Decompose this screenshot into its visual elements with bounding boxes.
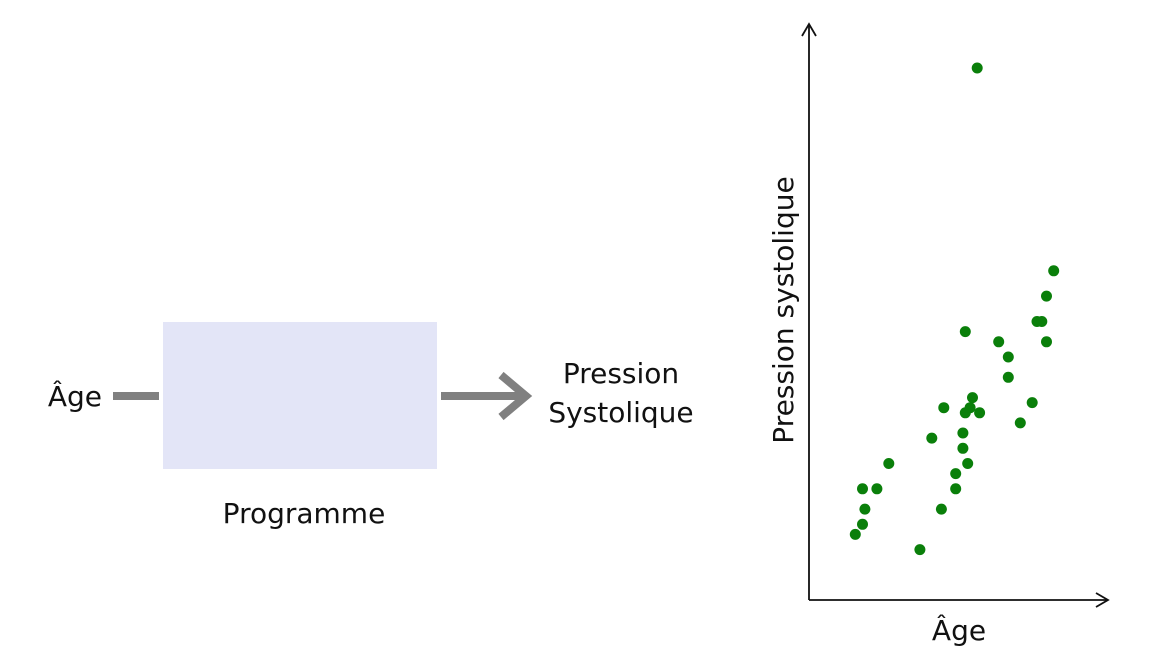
input-label: Âge bbox=[48, 379, 102, 413]
scatter-point-8 bbox=[950, 483, 962, 495]
scatter-point-24 bbox=[1026, 397, 1038, 409]
scatter-point-12 bbox=[938, 402, 950, 414]
scatter-point-18 bbox=[974, 407, 986, 419]
scatter-point-10 bbox=[962, 458, 974, 469]
scatter-point-1 bbox=[857, 518, 868, 530]
scatter-point-17 bbox=[967, 392, 978, 404]
scatter-point-27 bbox=[1041, 336, 1052, 348]
scatter-point-29 bbox=[1048, 265, 1060, 277]
scatter-chart: Âge Pression systolique bbox=[767, 22, 1110, 647]
scatter-point-7 bbox=[935, 503, 947, 515]
x-axis-label: Âge bbox=[932, 613, 986, 647]
scatter-point-9 bbox=[950, 468, 962, 480]
scatter-point-23 bbox=[1014, 417, 1026, 429]
scatter-point-6 bbox=[914, 544, 926, 556]
x-axis bbox=[809, 592, 1110, 608]
output-arrow bbox=[441, 371, 533, 421]
scatter-points bbox=[849, 62, 1060, 556]
scatter-point-19 bbox=[959, 326, 971, 338]
scatter-point-20 bbox=[993, 336, 1005, 348]
output-label-line2: Systolique bbox=[548, 396, 693, 429]
scatter-point-2 bbox=[859, 503, 871, 515]
scatter-point-30 bbox=[971, 62, 983, 74]
scatter-point-21 bbox=[1002, 351, 1014, 363]
scatter-point-0 bbox=[849, 528, 861, 540]
scatter-point-3 bbox=[857, 483, 868, 495]
scatter-point-13 bbox=[957, 442, 969, 454]
scatter-point-14 bbox=[957, 427, 969, 439]
program-box bbox=[163, 322, 437, 469]
scatter-point-5 bbox=[883, 458, 895, 469]
output-label-line1: Pression bbox=[563, 357, 679, 390]
scatter-point-11 bbox=[926, 432, 938, 444]
scatter-point-4 bbox=[871, 483, 883, 495]
scatter-point-28 bbox=[1041, 290, 1052, 302]
scatter-point-22 bbox=[1002, 371, 1014, 383]
y-axis-label: Pression systolique bbox=[767, 176, 800, 443]
scatter-point-26 bbox=[1036, 316, 1048, 327]
program-label: Programme bbox=[223, 497, 386, 530]
scatter-point-16 bbox=[964, 402, 976, 414]
y-axis bbox=[801, 22, 817, 600]
